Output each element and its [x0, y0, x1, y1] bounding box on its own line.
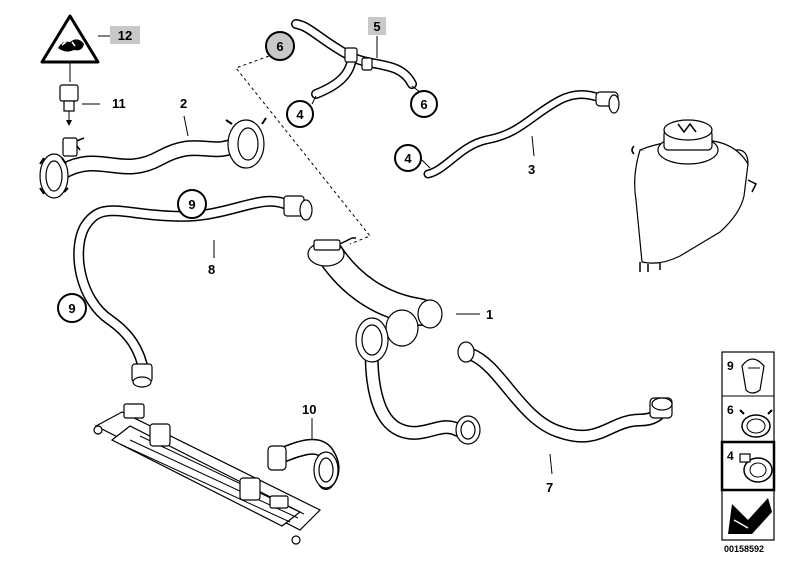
svg-text:9: 9: [68, 301, 75, 316]
warning-triangle-icon: [40, 14, 100, 64]
clamp-ref-4-hose3: 4: [394, 144, 431, 172]
reference-number: 00158592: [724, 544, 764, 554]
clamp-ref-6-filled: 6: [265, 31, 295, 61]
legend-label-6: 6: [727, 403, 734, 417]
callout-3: 3: [528, 162, 535, 177]
coolant-hose-7: [457, 341, 673, 443]
clamp-ref-4-top: 4: [286, 95, 317, 128]
oil-cooler: [93, 403, 322, 545]
callout-1: 1: [486, 307, 493, 322]
callout-5: 5: [373, 19, 380, 34]
svg-text:4: 4: [404, 151, 412, 166]
coolant-hose-5: [291, 19, 417, 99]
hose-clamp-icon: [739, 453, 773, 483]
callout-12: 12: [118, 28, 132, 43]
callout-12-highlight: [110, 26, 140, 44]
coolant-hose-2: [39, 117, 267, 199]
legend-label-9: 9: [727, 359, 734, 373]
hose-clip-icon: [741, 358, 765, 394]
callout-7: 7: [546, 480, 553, 495]
svg-text:9: 9: [188, 197, 195, 212]
coolant-hose-8: [73, 195, 313, 388]
clamp-ref-9-left: 9: [57, 293, 87, 323]
callout-2: 2: [180, 96, 187, 111]
callout-5-highlight: [368, 17, 386, 35]
legend: 9 6 4: [720, 351, 776, 541]
temperature-sensor-icon: [59, 62, 79, 126]
coolant-hose-1: [307, 237, 481, 445]
legend-label-4: 4: [727, 449, 734, 463]
clamp-ref-9-top: 9: [177, 189, 207, 219]
callout-10: 10: [302, 402, 316, 417]
clamp-ref-6: 6: [410, 85, 438, 118]
expansion-tank: [631, 119, 758, 272]
callout-11: 11: [112, 96, 126, 111]
svg-text:6: 6: [276, 39, 283, 54]
coolant-hose-10: [267, 438, 340, 490]
coolant-hose-3: [423, 90, 620, 179]
spring-clamp-icon: [739, 409, 773, 438]
arrow-icon: [728, 498, 772, 534]
callout-8: 8: [208, 262, 215, 277]
svg-text:6: 6: [420, 97, 427, 112]
svg-text:4: 4: [296, 107, 304, 122]
